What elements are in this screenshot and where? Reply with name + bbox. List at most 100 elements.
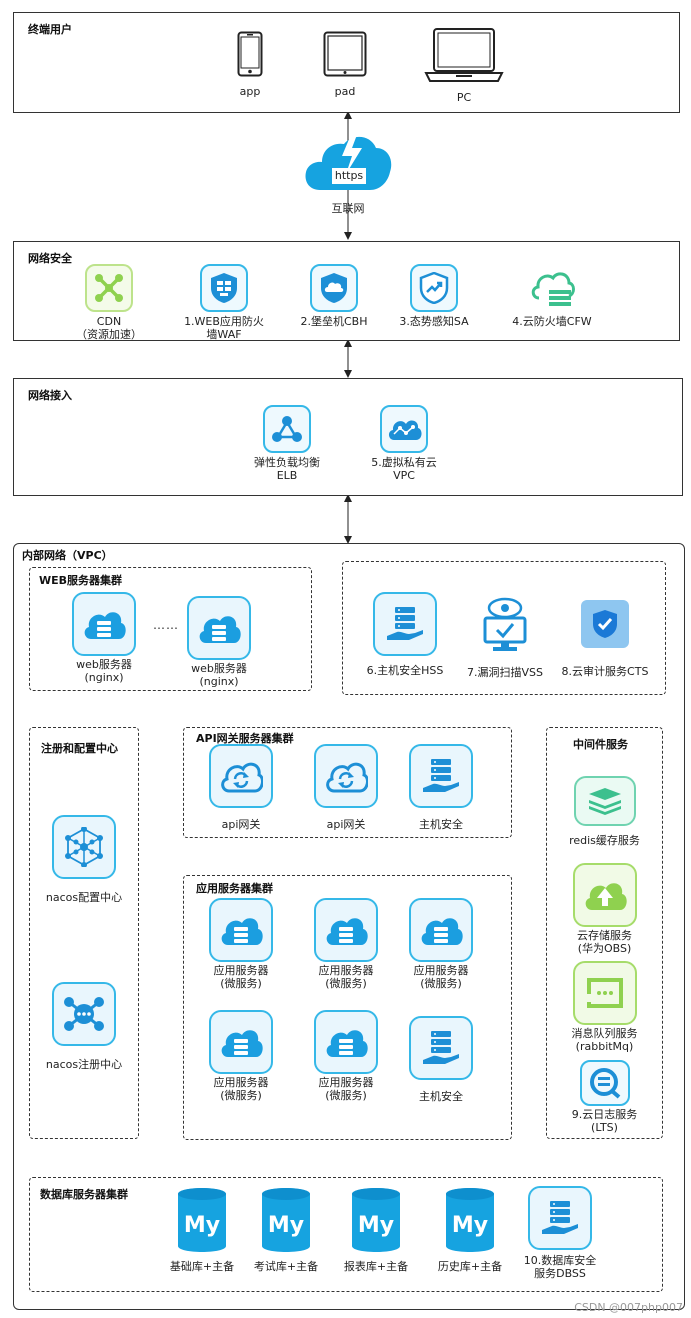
waf-label-2: 墙WAF: [206, 328, 242, 341]
svg-text:My: My: [358, 1213, 394, 1238]
hss-node: 6.主机安全HSS: [360, 592, 450, 677]
laptop-icon: [424, 28, 504, 82]
server-cloud-icon: [314, 898, 378, 962]
server-cloud-icon: [314, 1010, 378, 1074]
db-report-label: 报表库+主备: [343, 1260, 409, 1273]
host-security-icon: [409, 1016, 473, 1080]
mysql-database-icon: My: [262, 1188, 310, 1252]
api-gateway-1: api网关: [201, 744, 281, 831]
elb-label-1: 弹性负载均衡: [254, 456, 320, 469]
cbh-shield-icon: [310, 264, 358, 312]
api-gateway-2-label: api网关: [326, 818, 366, 831]
gateway-cloud-icon: [314, 744, 378, 808]
end-users-title: 终端用户: [28, 23, 72, 36]
device-pc-label: PC: [456, 91, 472, 104]
cloud-storage-icon: [572, 863, 637, 927]
host-security-icon: [409, 744, 473, 808]
vpc-cloud-icon: [380, 405, 428, 453]
api-gateway-1-label: api网关: [221, 818, 261, 831]
nacos-config-node: nacos配置中心: [34, 815, 134, 904]
vpc-node: 5.虚拟私有云 VPC: [359, 405, 449, 482]
app-server-2-label-2: (微服务): [325, 977, 367, 990]
device-app: app: [230, 31, 270, 98]
nacos-config-label: nacos配置中心: [45, 891, 123, 904]
svg-text:My: My: [268, 1213, 304, 1238]
app-server-1: 应用服务器 (微服务): [201, 898, 281, 990]
app-cluster-title: 应用服务器集群: [196, 882, 273, 895]
cbh-label: 2.堡垒机CBH: [300, 315, 368, 328]
mysql-database-icon: My: [446, 1188, 494, 1252]
mysql-database-icon: My: [178, 1188, 226, 1252]
elb-icon: [263, 405, 311, 453]
lts-node: 9.云日志服务 (LTS): [552, 1060, 657, 1134]
app-server-3-label-1: 应用服务器: [413, 964, 469, 977]
obs-node: 云存储服务 (华为OBS): [552, 863, 657, 955]
lts-label-2: (LTS): [591, 1121, 618, 1134]
app-server-4: 应用服务器 (微服务): [201, 1010, 281, 1102]
db-base-label: 基础库+主备: [169, 1260, 235, 1273]
registry-title: 注册和配置中心: [41, 742, 118, 755]
obs-label-1: 云存储服务: [577, 929, 632, 942]
server-cloud-icon: [187, 596, 251, 660]
api-cluster: API网关服务器集群: [183, 727, 512, 838]
vpc-label-2: VPC: [393, 469, 415, 482]
cfw-label: 4.云防火墙CFW: [512, 315, 592, 328]
mysql-database-icon: My: [352, 1188, 400, 1252]
redis-label: redis缓存服务: [569, 834, 640, 847]
server-cloud-icon: [72, 592, 136, 656]
device-pad: pad: [319, 31, 371, 98]
waf-label-1: 1.WEB应用防火: [184, 315, 264, 328]
cts-node: 8.云审计服务CTS: [555, 600, 655, 678]
device-pc: PC: [424, 27, 504, 104]
obs-label-2: (华为OBS): [577, 942, 632, 955]
https-badge: https: [334, 169, 364, 182]
waf-node: 1.WEB应用防火 墙WAF: [174, 264, 274, 341]
cfw-icon: [528, 264, 576, 312]
registry-hub-icon: [52, 982, 116, 1046]
web-ellipsis: ……: [153, 618, 179, 632]
security-services-cluster: [342, 561, 666, 695]
redis-cache-icon: [573, 776, 636, 826]
dbss-node: 10.数据库安全 服务DBSS: [510, 1186, 610, 1280]
app-host-security: 主机安全: [401, 1016, 481, 1103]
mq-node: 消息队列服务 (rabbitMq): [552, 961, 657, 1053]
web-cluster-title: WEB服务器集群: [39, 574, 123, 587]
db-cluster-title: 数据库服务器集群: [40, 1188, 128, 1201]
middleware-title: 中间件服务: [573, 738, 628, 751]
vpc-label-1: 5.虚拟私有云: [371, 456, 437, 469]
db-security-icon: [528, 1186, 592, 1250]
mq-label-2: (rabbitMq): [575, 1040, 634, 1053]
sa-node: 3.态势感知SA: [389, 264, 479, 328]
web-server-2-label-1: web服务器: [191, 662, 247, 675]
app-cluster: 应用服务器集群: [183, 875, 512, 1140]
db-report: My 报表库+主备: [336, 1186, 416, 1273]
nacos-registry-node: nacos注册中心: [29, 982, 139, 1071]
app-server-5: 应用服务器 (微服务): [306, 1010, 386, 1102]
device-pad-label: pad: [334, 85, 356, 98]
network-security-title: 网络安全: [28, 252, 72, 265]
server-cloud-icon: [209, 898, 273, 962]
internet-node: https 互联网: [302, 128, 394, 215]
config-network-icon: [52, 815, 116, 879]
internet-label: 互联网: [331, 202, 365, 215]
lts-label-1: 9.云日志服务: [571, 1108, 638, 1121]
cdn-label-1: CDN: [96, 315, 122, 328]
cdn-node: CDN （资源加速）: [74, 264, 144, 341]
network-access-title: 网络接入: [28, 389, 72, 402]
cts-label: 8.云审计服务CTS: [561, 665, 649, 678]
vss-node: 7.漏洞扫描VSS: [460, 596, 550, 679]
app-server-3-label-2: (微服务): [420, 977, 462, 990]
app-server-3: 应用服务器 (微服务): [401, 898, 481, 990]
elb-label-2: ELB: [276, 469, 298, 482]
web-server-1-label-1: web服务器: [76, 658, 132, 671]
db-exam: My 考试库+主备: [246, 1186, 326, 1273]
app-server-4-label-1: 应用服务器: [213, 1076, 269, 1089]
app-server-5-label-1: 应用服务器: [318, 1076, 374, 1089]
server-cloud-icon: [209, 1010, 273, 1074]
db-history-label: 历史库+主备: [437, 1260, 503, 1273]
middleware-cluster: 中间件服务: [546, 727, 663, 1139]
sa-shield-icon: [410, 264, 458, 312]
network-access-box: 网络接入 弹性负载均衡 ELB 5.虚拟私有云 VPC: [13, 378, 683, 496]
registry-cluster: 注册和配置中心: [29, 727, 139, 1139]
api-host-security: 主机安全: [401, 744, 481, 831]
